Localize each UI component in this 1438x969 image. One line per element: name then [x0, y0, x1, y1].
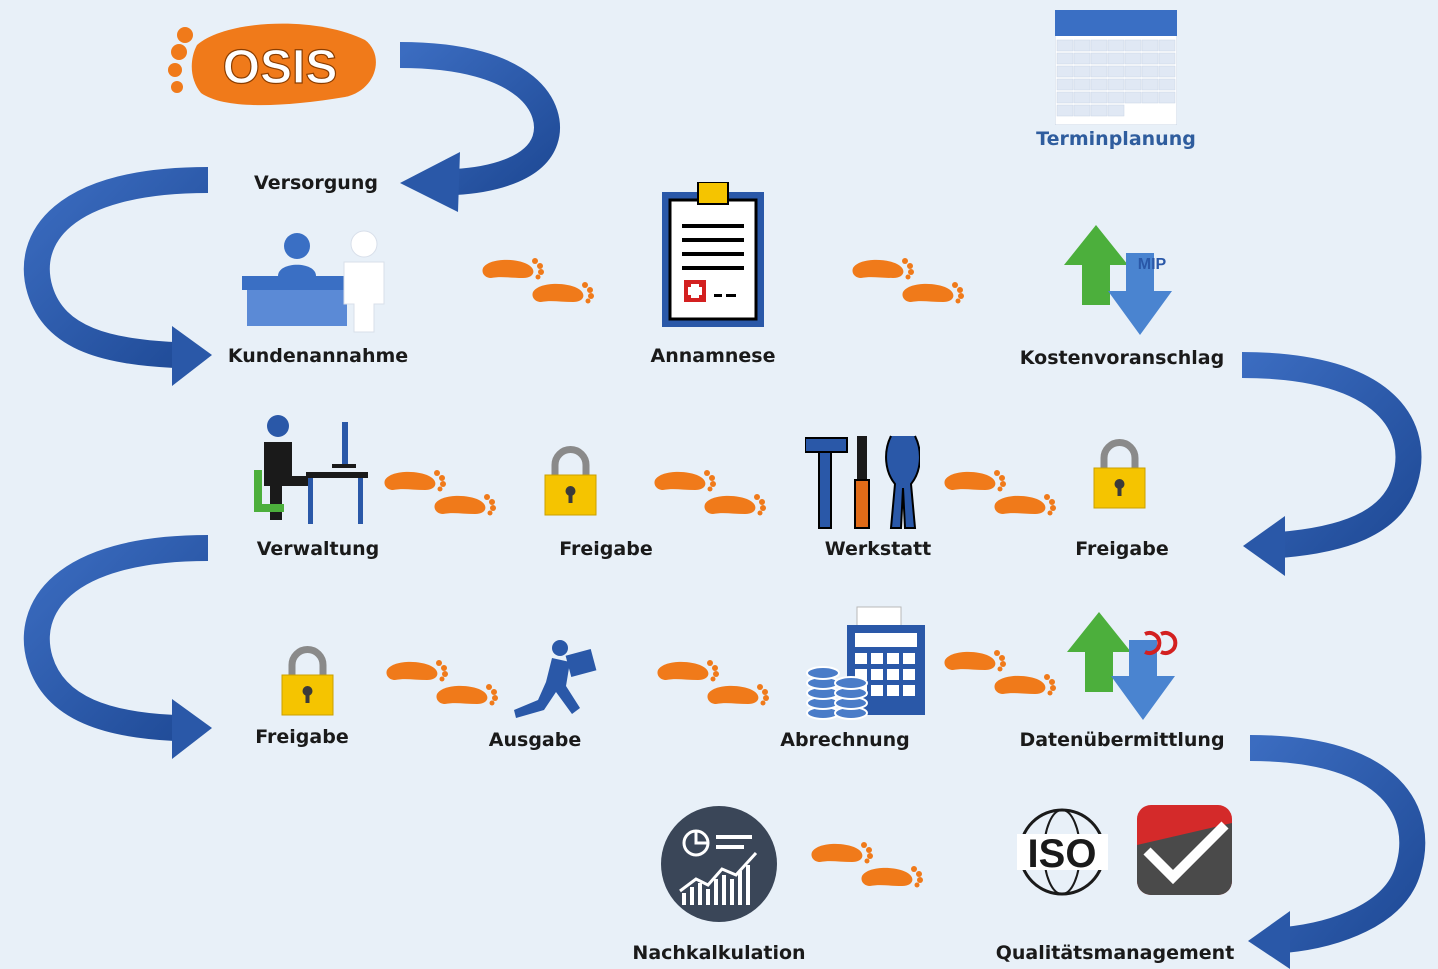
padlock-icon — [543, 445, 598, 517]
label-qualitaetsmanagement: Qualitätsmanagement — [995, 942, 1235, 964]
analytics-chart-icon — [660, 805, 778, 923]
iso-text: ISO — [1028, 832, 1097, 876]
mip-text: MIP — [1138, 256, 1167, 273]
iso-globe-icon: ISO — [1015, 806, 1110, 898]
label-ausgabe: Ausgabe — [488, 729, 582, 751]
label-annamnese: Annamnese — [650, 345, 776, 367]
arrow-verwaltung-to-freigabe — [23, 535, 212, 759]
label-freigabe-2: Freigabe — [1075, 538, 1169, 560]
calculator-coins-icon — [805, 605, 927, 725]
label-kundenannahme: Kundenannahme — [227, 345, 409, 367]
label-datenuebermittlung: Datenübermittlung — [1019, 729, 1225, 751]
logo-text: OSIS — [223, 41, 338, 94]
calendar-icon — [1055, 10, 1177, 125]
arrow-versorgung-to-kundenannahme — [23, 167, 212, 386]
arrow-datenuebermittlung-to-qualitaetsmanagement — [1248, 735, 1426, 969]
tools-icon — [805, 432, 920, 530]
label-terminplanung: Terminplanung — [1036, 128, 1196, 150]
arrow-kostenvoranschlag-to-freigabe — [1241, 352, 1422, 576]
delivery-person-icon — [510, 638, 600, 728]
label-freigabe-3: Freigabe — [255, 726, 349, 748]
reception-desk-icon — [242, 228, 392, 333]
label-verwaltung: Verwaltung — [256, 538, 380, 560]
label-nachkalkulation: Nachkalkulation — [632, 942, 806, 964]
label-kostenvoranschlag: Kostenvoranschlag — [1019, 347, 1225, 369]
label-freigabe-1: Freigabe — [559, 538, 653, 560]
quality-check-icon — [1137, 805, 1232, 895]
office-worker-icon — [250, 412, 370, 527]
label-werkstatt: Werkstatt — [824, 538, 932, 560]
mip-transfer-icon: MIP — [1062, 225, 1177, 340]
data-transfer-icon — [1065, 612, 1180, 724]
label-abrechnung: Abrechnung — [780, 729, 910, 751]
padlock-icon — [1092, 438, 1147, 510]
arrow-logo-to-versorgung — [399, 42, 560, 212]
osis-logo: OSIS — [165, 15, 380, 110]
clipboard-medical-icon — [660, 182, 766, 330]
label-versorgung: Versorgung — [254, 172, 378, 194]
padlock-icon — [280, 645, 335, 717]
